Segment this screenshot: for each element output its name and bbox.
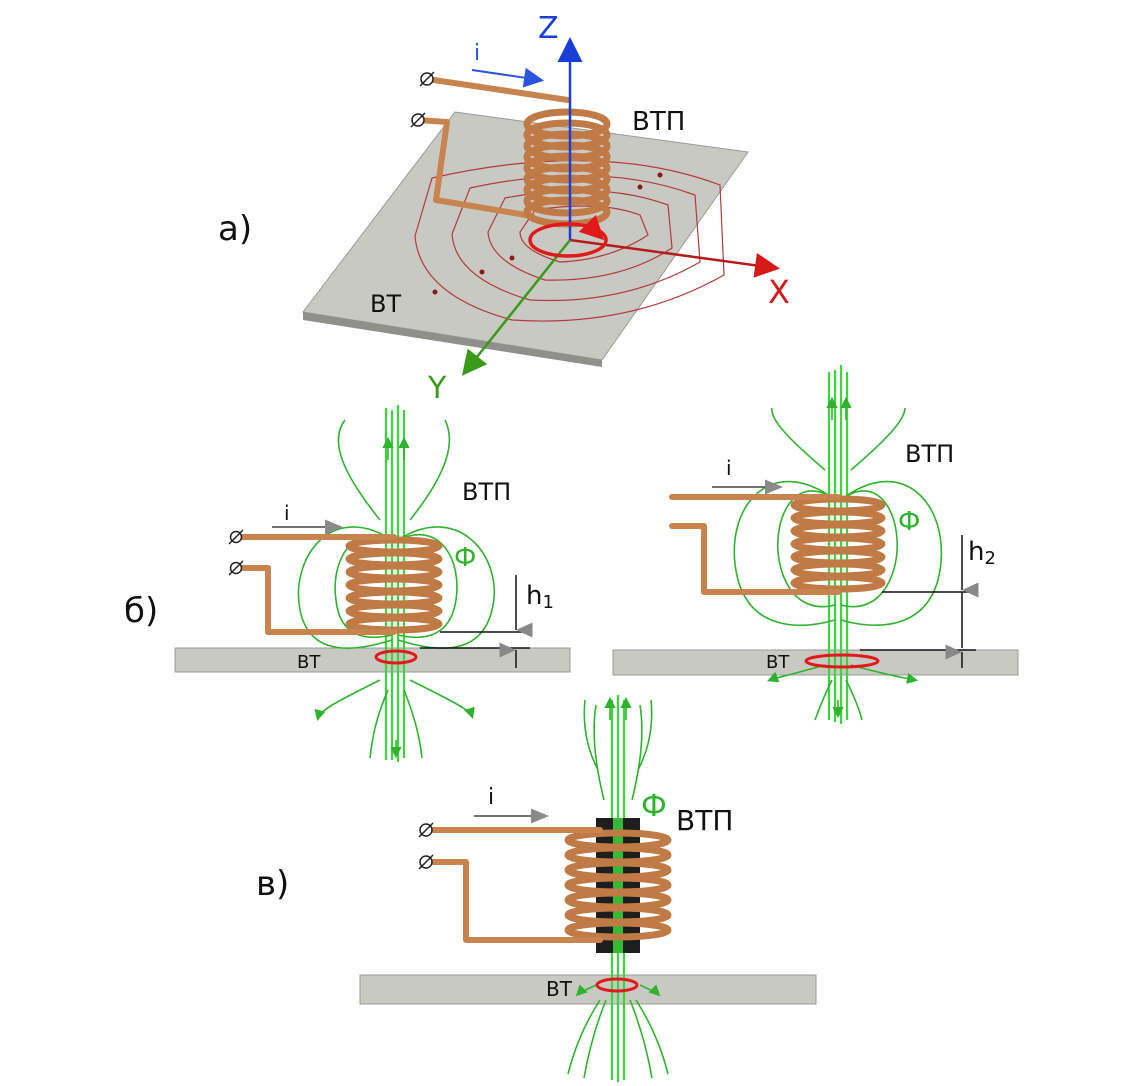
target-label-b-left: ВТ bbox=[297, 652, 321, 673]
flux-label-b-right: Ф bbox=[898, 507, 920, 537]
panel-label-b: б) bbox=[124, 591, 158, 631]
gap-label-b-right: h2 bbox=[968, 537, 996, 569]
eddy-ring-b-right bbox=[804, 653, 880, 669]
target-label-c: ВТ bbox=[546, 977, 573, 1001]
panel-b-left: i ВТП Ф h1 ВТ bbox=[174, 405, 571, 762]
panel-b-right: i ВТП Ф h2 ВТ bbox=[612, 365, 1019, 724]
eddy-ring-c bbox=[595, 977, 639, 993]
target-label-a: ВТ bbox=[370, 290, 401, 318]
panel-label-c: в) bbox=[256, 864, 289, 904]
eddy-ring-b-left bbox=[374, 649, 418, 665]
current-label-b-right: i bbox=[726, 456, 732, 480]
lead-bottom-a bbox=[415, 117, 535, 219]
flux-label-b-left: Ф bbox=[454, 543, 476, 573]
flux-label-c: Ф bbox=[641, 789, 667, 824]
panel-c: i ВТП Ф ВТ в) bbox=[256, 695, 817, 1082]
current-label-b-left: i bbox=[284, 501, 290, 525]
panel-a: i ВТП ВТ Z X Y а) bbox=[218, 11, 790, 406]
plate-b-left bbox=[174, 647, 571, 673]
current-label-c: i bbox=[488, 785, 494, 810]
eddy-ring-a bbox=[528, 222, 608, 258]
lead-bottom-b-left bbox=[233, 565, 397, 635]
current-arrow-icon bbox=[471, 67, 544, 88]
field-label-b-right: ВТП bbox=[905, 440, 954, 468]
eddy-loops-a bbox=[414, 160, 725, 322]
field-label-c: ВТП bbox=[676, 804, 733, 837]
coil-b-right bbox=[790, 495, 886, 593]
flux-lines-b-left bbox=[297, 405, 496, 762]
lead-bottom-c bbox=[423, 859, 603, 943]
current-label-a: i bbox=[474, 41, 480, 66]
target-label-b-right: ВТ bbox=[766, 652, 790, 673]
lead-bottom-b-right bbox=[669, 523, 841, 595]
y-axis-label: Y bbox=[427, 371, 447, 406]
panel-label-a: а) bbox=[218, 209, 252, 249]
gap-label-b-left: h1 bbox=[526, 581, 554, 613]
y-axis bbox=[461, 239, 571, 376]
lead-top-a bbox=[424, 76, 571, 103]
coil-b-left bbox=[345, 536, 443, 634]
field-label-a: ВТП bbox=[632, 107, 685, 137]
z-axis-label: Z bbox=[538, 11, 559, 46]
coil-c bbox=[564, 829, 672, 941]
x-axis-label: X bbox=[768, 273, 790, 311]
plate-b-right bbox=[612, 649, 1019, 676]
plate-a-edge bbox=[303, 312, 602, 367]
field-label-b-left: ВТП bbox=[462, 478, 511, 506]
